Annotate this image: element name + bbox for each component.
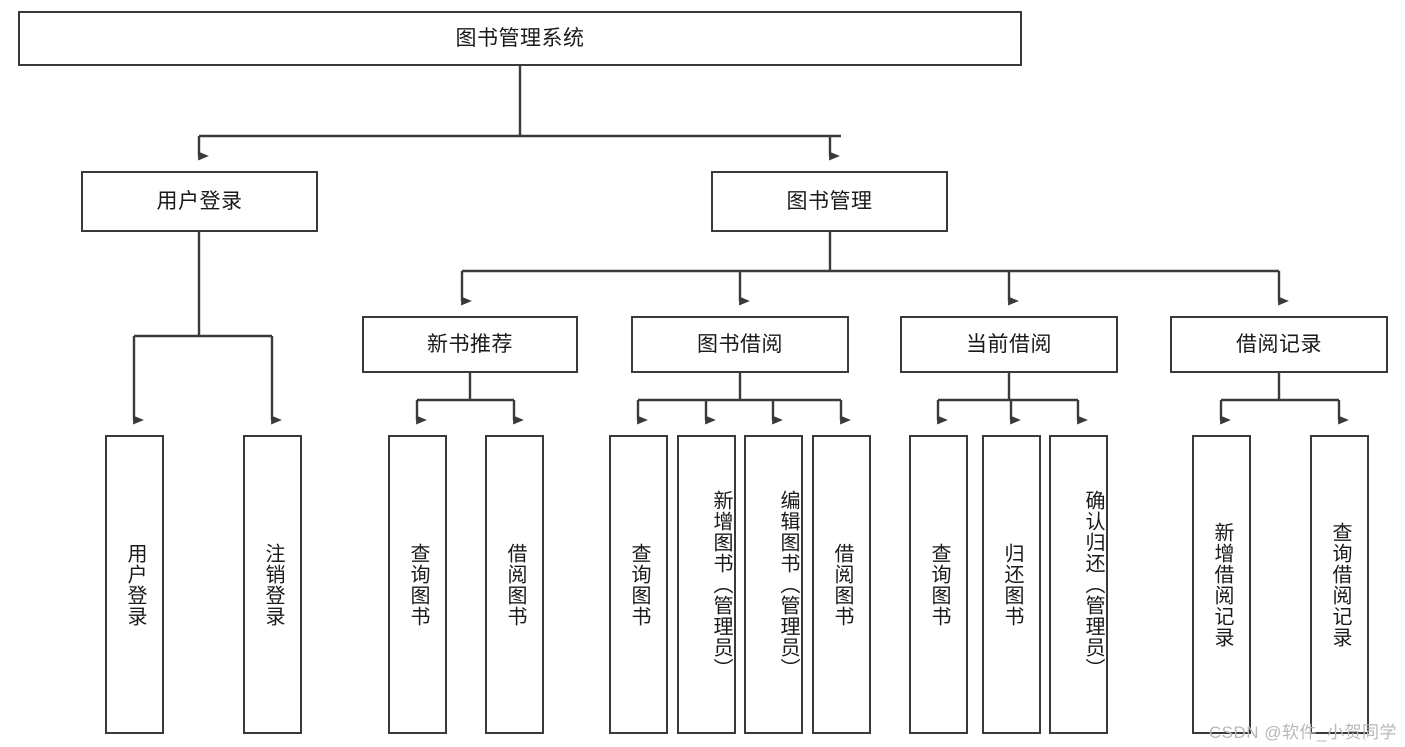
leaf-query-borrow-record-label: 查询借阅记录 <box>1329 521 1351 648</box>
leaf-query-book-current[interactable]: 查询图书 <box>909 435 968 734</box>
node-book-borrow-label: 图书借阅 <box>697 332 783 356</box>
node-user-login[interactable]: 用户登录 <box>81 171 318 232</box>
leaf-borrow-book-label: 借阅图书 <box>831 542 853 627</box>
edge-group-new-book-recommend <box>415 373 524 425</box>
leaf-edit-book-admin-label: 编辑图书（管理员） <box>777 490 799 679</box>
leaf-user-login-label: 用户登录 <box>124 542 146 627</box>
edge-group-user-login <box>132 232 282 425</box>
node-root-label: 图书管理系统 <box>455 26 585 50</box>
node-book-management[interactable]: 图书管理 <box>711 171 948 232</box>
node-book-management-label: 图书管理 <box>786 189 873 213</box>
node-borrow-record[interactable]: 借阅记录 <box>1170 316 1388 373</box>
leaf-borrow-book[interactable]: 借阅图书 <box>812 435 871 734</box>
leaf-user-login[interactable]: 用户登录 <box>105 435 164 734</box>
node-current-borrow-label: 当前借阅 <box>966 332 1052 356</box>
edge-group-current-borrow <box>936 373 1088 425</box>
node-book-borrow[interactable]: 图书借阅 <box>631 316 849 373</box>
node-new-book-recommend-label: 新书推荐 <box>427 332 513 356</box>
edge-group-root <box>197 66 841 161</box>
leaf-add-borrow-record-label: 新增借阅记录 <box>1211 521 1233 648</box>
leaf-add-borrow-record[interactable]: 新增借阅记录 <box>1192 435 1251 734</box>
node-borrow-record-label: 借阅记录 <box>1236 332 1322 356</box>
leaf-confirm-return-admin-label: 确认归还（管理员） <box>1082 490 1104 679</box>
leaf-return-book[interactable]: 归还图书 <box>982 435 1041 734</box>
node-new-book-recommend[interactable]: 新书推荐 <box>362 316 578 373</box>
edge-group-book-borrow <box>636 373 851 425</box>
edge-group-borrow-record <box>1219 373 1349 425</box>
leaf-query-book-recommend[interactable]: 查询图书 <box>388 435 447 734</box>
leaf-return-book-label: 归还图书 <box>1001 542 1023 627</box>
node-current-borrow[interactable]: 当前借阅 <box>900 316 1118 373</box>
node-root[interactable]: 图书管理系统 <box>18 11 1022 66</box>
leaf-add-book-admin-label: 新增图书（管理员） <box>710 490 732 679</box>
leaf-query-borrow-record[interactable]: 查询借阅记录 <box>1310 435 1369 734</box>
leaf-query-book-current-label: 查询图书 <box>928 542 950 627</box>
edge-group-book-management <box>460 232 1289 306</box>
leaf-edit-book-admin[interactable]: 编辑图书（管理员） <box>744 435 803 734</box>
leaf-confirm-return-admin[interactable]: 确认归还（管理员） <box>1049 435 1108 734</box>
leaf-logout-label: 注销登录 <box>262 542 284 627</box>
leaf-query-book-borrow-label: 查询图书 <box>628 542 650 627</box>
node-user-login-label: 用户登录 <box>156 189 243 213</box>
leaf-add-book-admin[interactable]: 新增图书（管理员） <box>677 435 736 734</box>
leaf-borrow-book-recommend[interactable]: 借阅图书 <box>485 435 544 734</box>
leaf-query-book-recommend-label: 查询图书 <box>407 542 429 627</box>
leaf-query-book-borrow[interactable]: 查询图书 <box>609 435 668 734</box>
leaf-borrow-book-recommend-label: 借阅图书 <box>504 542 526 627</box>
leaf-logout[interactable]: 注销登录 <box>243 435 302 734</box>
watermark: CSDN @软件_小贺同学 <box>1208 723 1397 742</box>
